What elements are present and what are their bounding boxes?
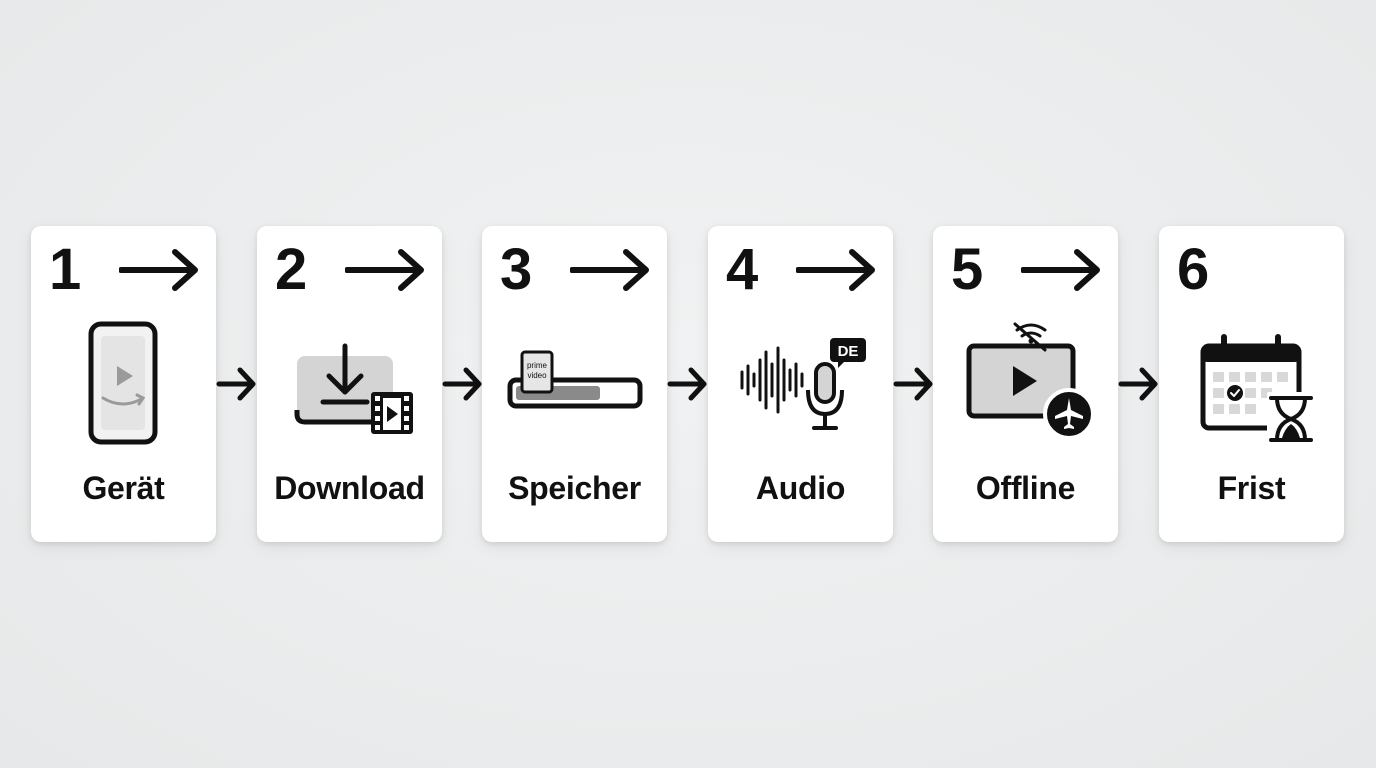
step-number: 2 xyxy=(275,237,308,302)
audio-language-badge: DE xyxy=(838,343,859,360)
step-card-4: 4 DE xyxy=(708,226,893,542)
arrow-right-icon xyxy=(893,367,933,401)
step-card-5: 5 Offline xyxy=(933,226,1118,542)
storage-bar-icon: prime video xyxy=(507,350,643,409)
step-number: 4 xyxy=(726,237,759,302)
step-card-6: 6 xyxy=(1159,226,1344,542)
step-label: Speicher xyxy=(508,470,641,506)
arrow-right-icon xyxy=(442,367,482,401)
step-card-3: 3 prime video Speicher xyxy=(482,226,667,542)
arrow-right-icon xyxy=(216,367,256,401)
step-label: Frist xyxy=(1217,470,1286,506)
arrow-right-icon xyxy=(796,249,875,291)
arrow-right-icon xyxy=(345,249,424,291)
step-label: Download xyxy=(274,470,425,506)
step-card-1: 1 Gerät xyxy=(31,226,216,542)
step-label: Gerät xyxy=(82,470,165,506)
step-number: 5 xyxy=(951,237,984,302)
step-number: 6 xyxy=(1177,237,1210,302)
step-number: 1 xyxy=(49,237,82,302)
download-video-icon xyxy=(294,343,413,434)
arrow-right-icon xyxy=(1021,249,1100,291)
step-label: Audio xyxy=(755,470,846,506)
offline-airplane-icon xyxy=(966,322,1095,440)
step-card-2: 2 Download xyxy=(257,226,442,542)
microphone-soundwave-icon: DE xyxy=(740,338,866,430)
storage-card-line-2: video xyxy=(527,371,547,380)
arrow-right-icon xyxy=(570,249,649,291)
arrow-right-icon xyxy=(1118,367,1158,401)
calendar-hourglass-icon xyxy=(1200,334,1315,444)
arrow-right-icon xyxy=(119,249,198,291)
step-label: Offline xyxy=(975,470,1076,506)
step-number: 3 xyxy=(500,237,533,302)
smartphone-play-icon xyxy=(88,321,158,445)
arrow-right-icon xyxy=(667,367,707,401)
storage-card-line-1: prime xyxy=(527,361,548,370)
